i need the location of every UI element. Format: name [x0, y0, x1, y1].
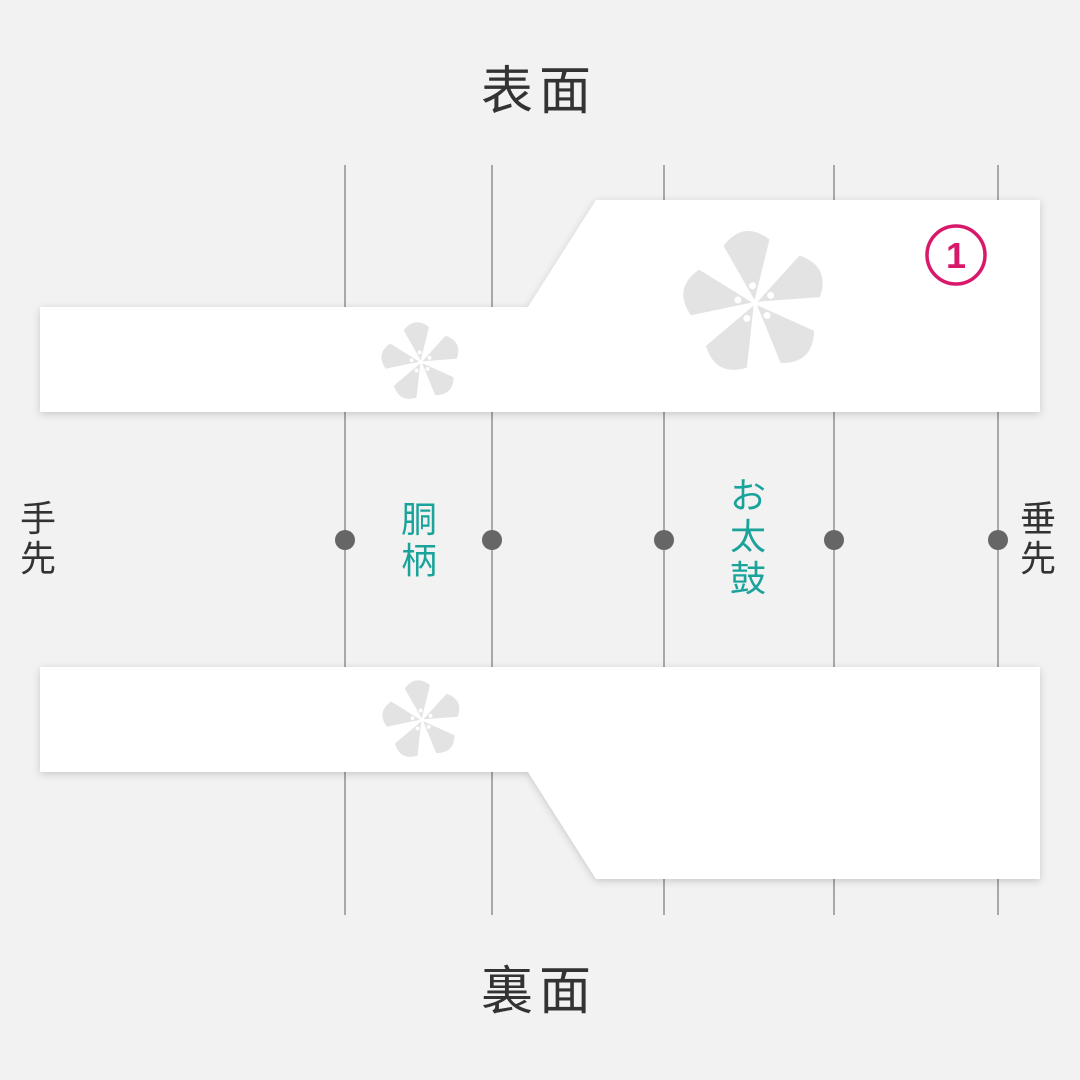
section-marker-dot — [482, 530, 502, 550]
left-end-label: 手先 — [19, 499, 56, 580]
section-marker-dot — [654, 530, 674, 550]
section-marker-dot — [824, 530, 844, 550]
front-face-title: 表面 — [480, 62, 597, 122]
front-panel — [40, 200, 1040, 412]
back-panel — [40, 667, 1040, 879]
back-face-title: 裏面 — [480, 962, 597, 1022]
zone-label-otaiko: お太鼓 — [729, 476, 766, 600]
section-marker-dot — [335, 530, 355, 550]
section-markers — [335, 530, 1008, 550]
number-badge: 1 — [925, 224, 987, 286]
section-marker-dot — [988, 530, 1008, 550]
right-end-label: 垂先 — [1019, 499, 1056, 580]
badge-number: 1 — [946, 235, 966, 276]
zone-label-dou: 胴柄 — [400, 500, 437, 583]
